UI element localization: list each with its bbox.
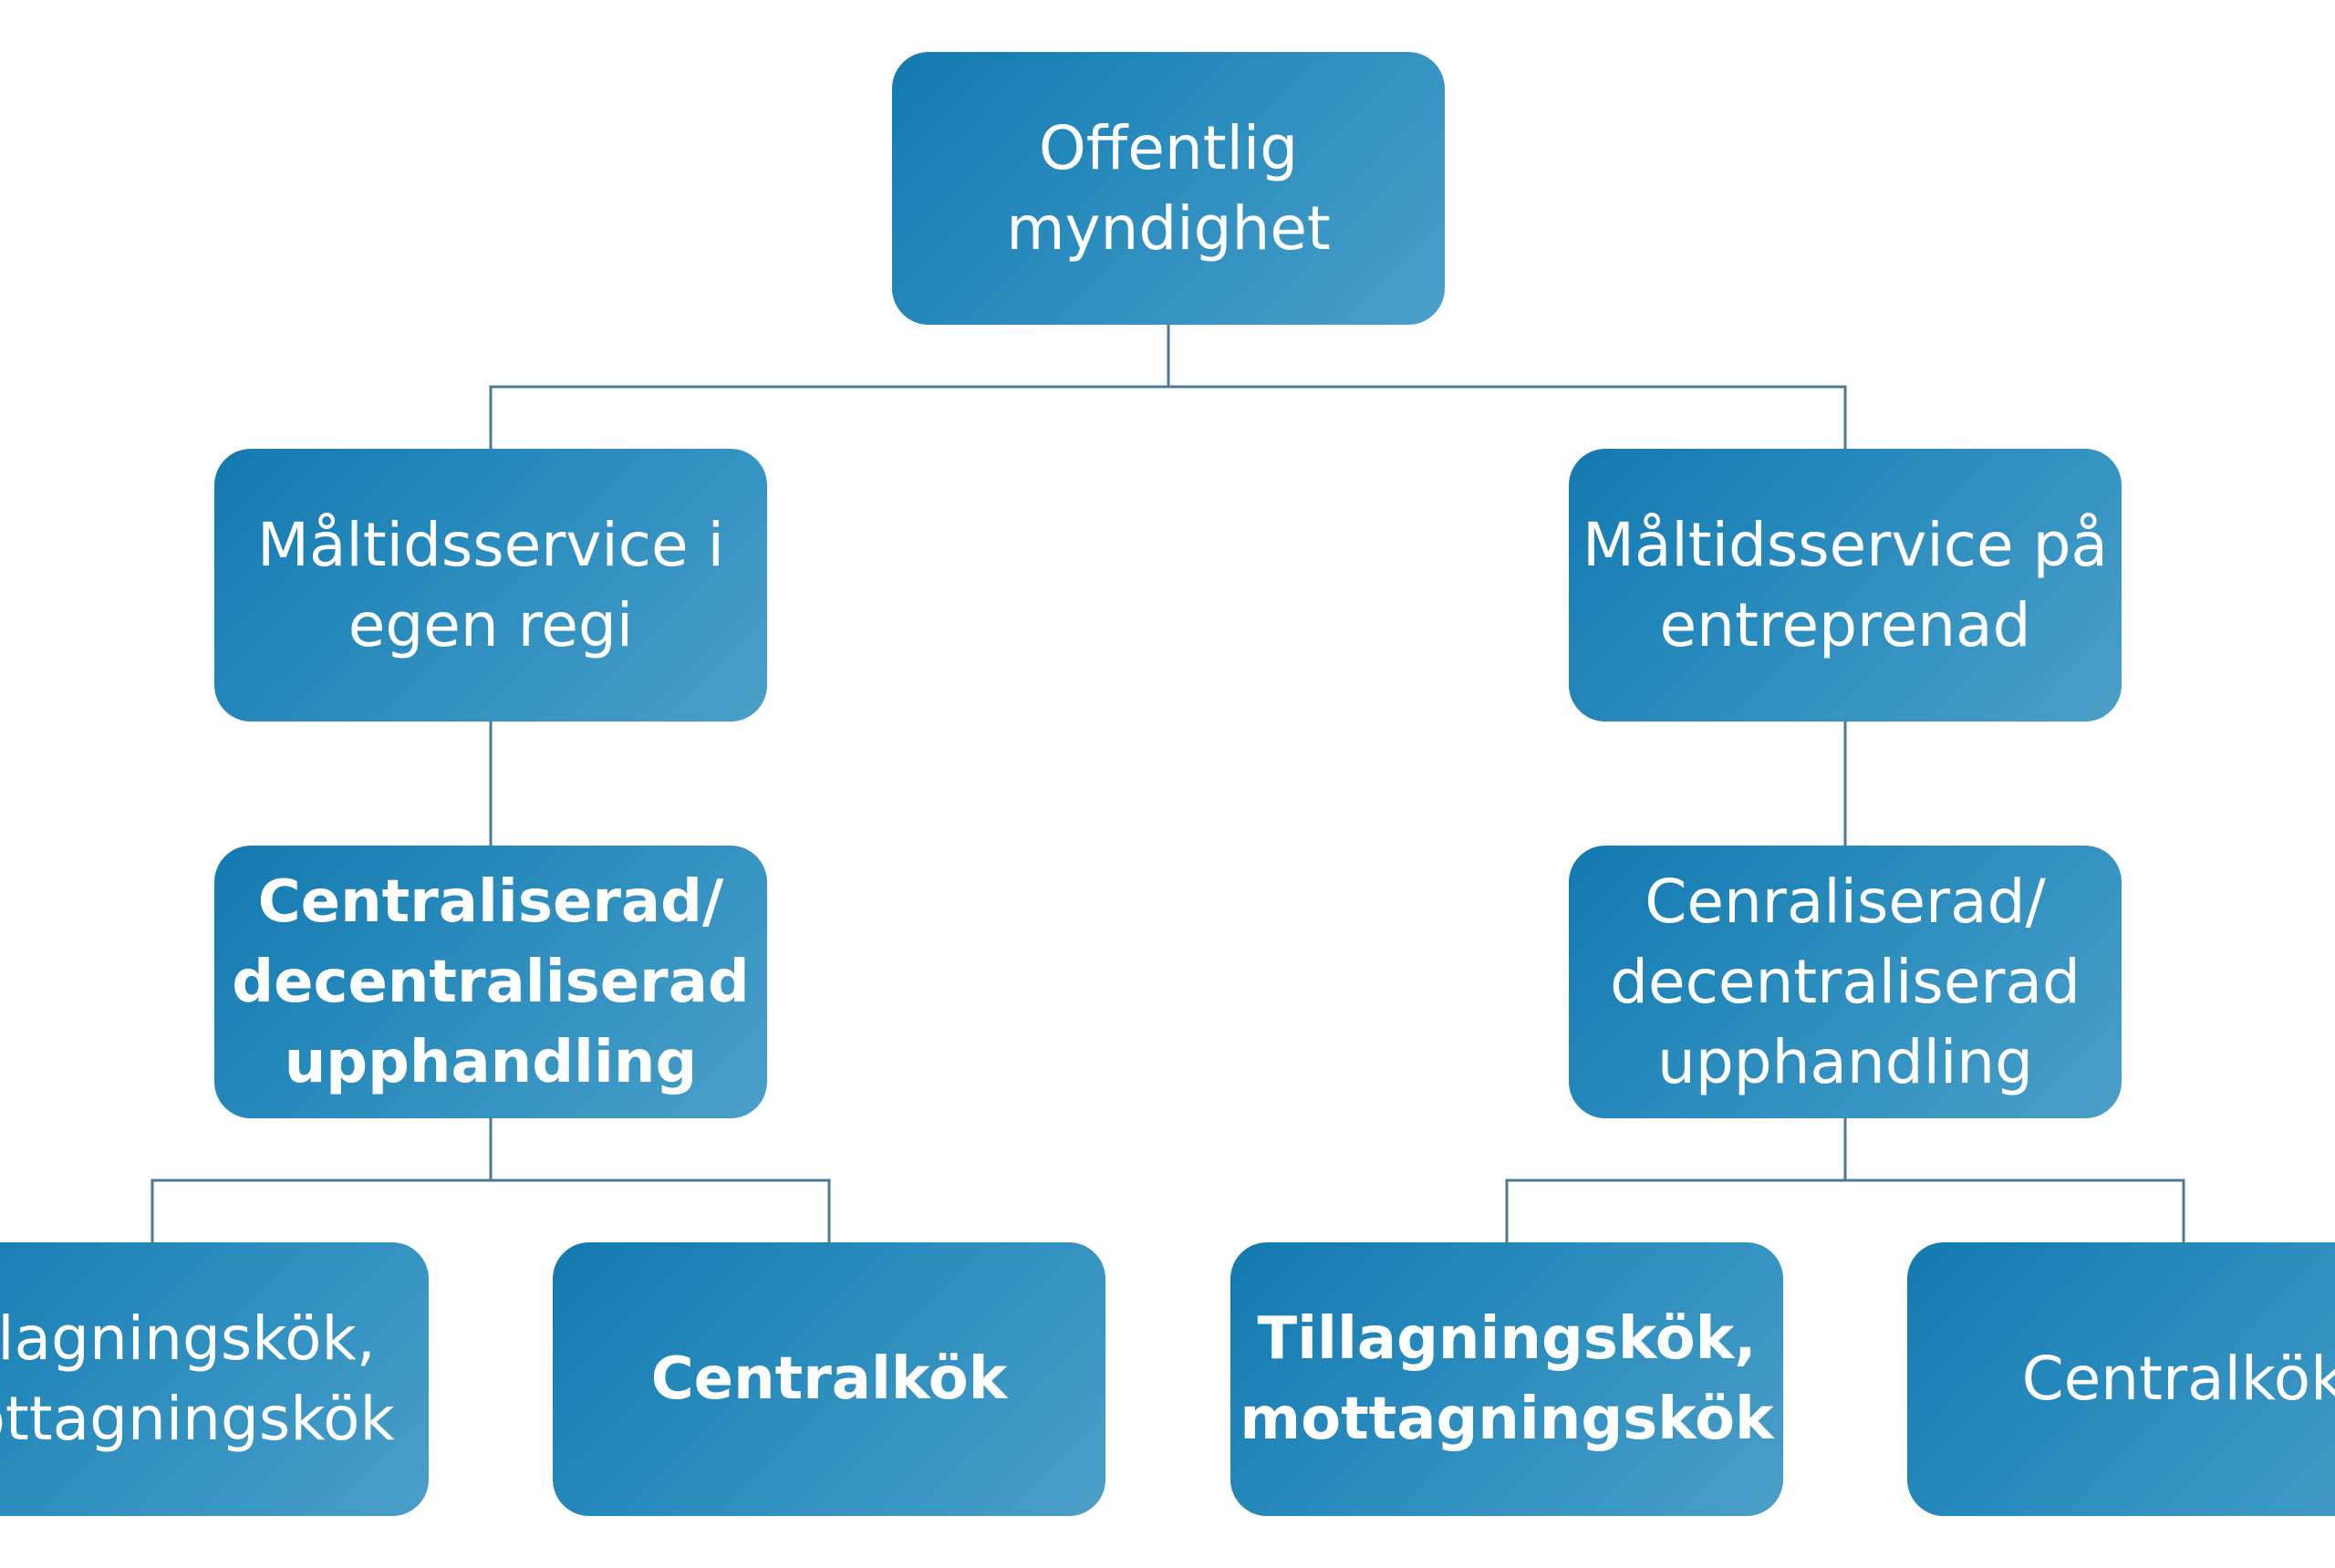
node-label-line: entreprenad	[1659, 589, 2031, 660]
node-label-line: Måltidsservice i	[257, 509, 724, 580]
connector-cent_l-till_l	[150, 1118, 493, 1242]
node-cenraliserad-upphandling-right: Cenraliserad/ decentraliserad upphandlin…	[1569, 846, 2122, 1118]
node-label-line: decentraliserad	[232, 948, 750, 1016]
node-label-line: mottagningskök	[1240, 1386, 1774, 1453]
node-tillagningskok-left: Tillagningskök, mottagningskök	[0, 1242, 429, 1516]
node-label-line: myndighet	[1006, 192, 1331, 264]
node-label-line: mottagningskök	[0, 1384, 395, 1454]
node-label-line: upphandling	[284, 1028, 698, 1096]
connector-cent_r-till_r	[1505, 1118, 1847, 1242]
node-centraliserad-upphandling-left: Centraliserad/ decentraliserad upphandli…	[214, 846, 767, 1118]
node-maltidsservice-entreprenad: Måltidsservice på entreprenad	[1569, 449, 2122, 722]
node-offentlig-myndighet: Offentlig myndighet	[892, 52, 1445, 325]
node-centralkok-right: Centralkök	[1907, 1242, 2335, 1516]
node-tillagningskok-right: Tillagningskök, mottagningskök	[1230, 1242, 1783, 1516]
node-maltidsservice-egen-regi: Måltidsservice i egen regi	[214, 449, 767, 722]
connector-root-egen	[489, 325, 1170, 449]
connector-cent_l-ck_l	[489, 1118, 831, 1242]
node-label-line: Tillagningskök,	[1257, 1305, 1757, 1373]
connector-cent_r-ck_r	[1843, 1118, 2185, 1242]
node-label-line: Tillagningskök,	[0, 1303, 376, 1374]
connector-root-entr	[1167, 325, 1847, 449]
node-label-line: egen regi	[348, 589, 634, 660]
node-label-line: Offentlig	[1038, 112, 1299, 183]
node-label-line: Centraliserad/	[257, 867, 724, 936]
node-label-line: upphandling	[1656, 1026, 2034, 1097]
node-label-line: Cenraliserad/	[1645, 866, 2046, 937]
node-label-line: Centralkök	[650, 1345, 1008, 1413]
node-label-line: Centralkök	[2021, 1344, 2335, 1414]
node-label-line: Måltidsservice på	[1583, 509, 2108, 580]
node-label-line: decentraliserad	[1610, 946, 2081, 1017]
node-centralkok-left: Centralkök	[553, 1242, 1105, 1516]
